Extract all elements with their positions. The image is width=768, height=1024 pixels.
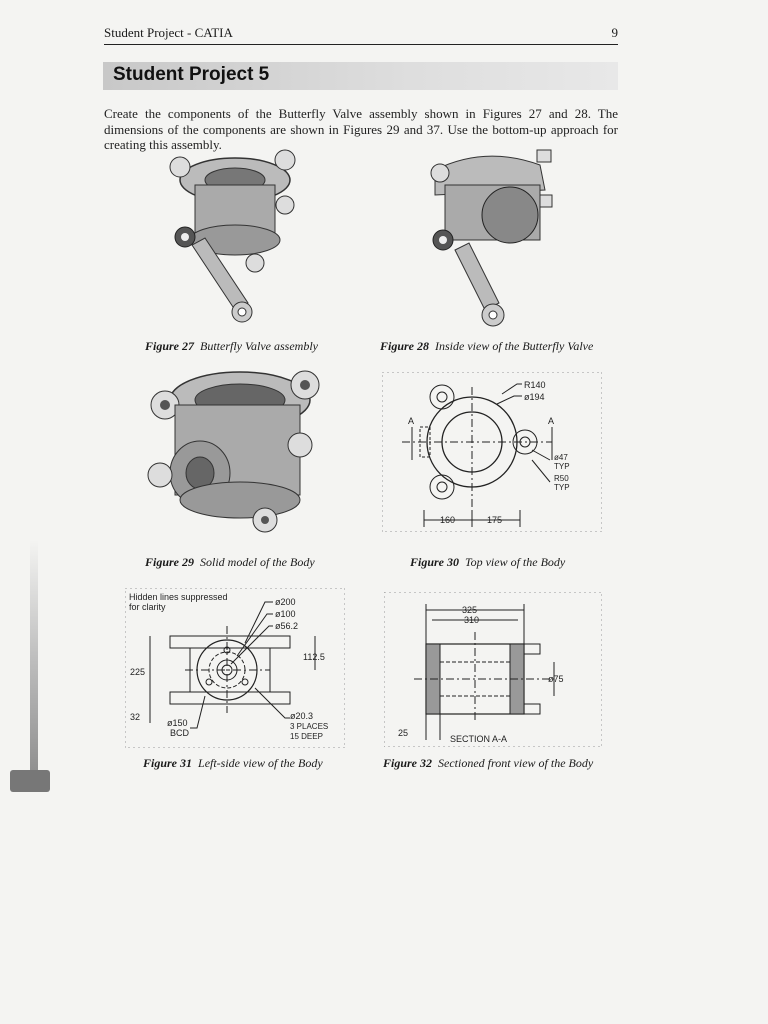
figure-29-caption: Figure 29 Solid model of the Body <box>145 555 315 570</box>
figure-32-number: Figure 32 <box>383 756 433 770</box>
fig32-dim310: 310 <box>464 615 479 625</box>
figure-30-drawing: R140 ø194 A A ø47 TYP R50 TYP 160 175 <box>382 372 602 532</box>
figure-30-caption: Figure 30 Top view of the Body <box>410 555 565 570</box>
figure-32-drawing: 325 310 ø75 25 SECTION A-A <box>384 592 602 747</box>
fig30-r50: R50 <box>554 474 569 483</box>
fig30-dim160: 160 <box>440 515 455 525</box>
section-banner: Student Project 5 <box>103 62 618 90</box>
fig31-dim32: 32 <box>130 712 140 722</box>
intro-paragraph: Create the components of the Butterfly V… <box>104 106 618 152</box>
figure-28-image <box>430 149 553 327</box>
figure-29-image <box>147 370 320 533</box>
fig31-dim112: 112.5 <box>303 652 325 662</box>
fig30-a-left: A <box>408 416 414 426</box>
figure-30-number: Figure 30 <box>410 555 460 569</box>
scan-edge-mark <box>10 770 50 792</box>
figure-29-number: Figure 29 <box>145 555 195 569</box>
figure-28-caption: Figure 28 Inside view of the Butterfly Va… <box>380 339 593 354</box>
page-header: Student Project - CATIA 9 <box>104 22 618 45</box>
section-title: Student Project 5 <box>113 64 270 85</box>
fig31-d150: ø150 <box>167 718 188 728</box>
figure-31-text: Left-side view of the Body <box>198 756 323 770</box>
header-title: Student Project - CATIA <box>104 25 233 40</box>
fig31-dim225: 225 <box>130 667 145 677</box>
fig30-d47: ø47 <box>554 453 568 462</box>
fig32-d75: ø75 <box>548 674 564 684</box>
fig30-dim175: 175 <box>487 515 502 525</box>
fig30-r140: R140 <box>524 380 546 390</box>
fig31-d200: ø200 <box>275 597 296 607</box>
figure-27-caption: Figure 27 Butterfly Valve assembly <box>145 339 318 354</box>
fig31-d203: ø20.3 <box>290 711 313 721</box>
fig31-note2: for clarity <box>129 602 166 612</box>
figure-29-text: Solid model of the Body <box>200 555 315 569</box>
fig30-a-right: A <box>548 416 554 426</box>
page-number: 9 <box>611 25 619 40</box>
figure-32-caption: Figure 32 Sectioned front view of the Bod… <box>383 756 593 771</box>
fig31-d56: ø56.2 <box>275 621 298 631</box>
figure-28-number: Figure 28 <box>380 339 430 353</box>
fig31-places: 3 PLACES <box>290 722 328 731</box>
fig32-dim25: 25 <box>398 728 408 738</box>
fig31-bcd: BCD <box>170 728 190 738</box>
figure-32-text: Sectioned front view of the Body <box>438 756 594 770</box>
fig32-dim325: 325 <box>462 605 477 615</box>
scan-edge-shadow <box>30 540 38 790</box>
fig30-typ1: TYP <box>554 462 570 471</box>
figure-31-caption: Figure 31 Left-side view of the Body <box>143 756 323 771</box>
figure-31-number: Figure 31 <box>143 756 193 770</box>
figure-27-text: Butterfly Valve assembly <box>200 339 318 353</box>
fig31-deep: 15 DEEP <box>290 732 323 741</box>
figure-27-image <box>169 149 296 323</box>
figure-27-number: Figure 27 <box>145 339 195 353</box>
fig31-note1: Hidden lines suppressed <box>129 592 228 602</box>
figure-28-text: Inside view of the Butterfly Valve <box>435 339 594 353</box>
figure-30-text: Top view of the Body <box>465 555 566 569</box>
fig32-section-label: SECTION A-A <box>450 734 507 744</box>
fig30-d194: ø194 <box>524 392 545 402</box>
fig30-typ2: TYP <box>554 483 570 492</box>
figure-31-drawing: Hidden lines suppressed for clarity ø200… <box>125 588 345 748</box>
fig31-d100: ø100 <box>275 609 296 619</box>
